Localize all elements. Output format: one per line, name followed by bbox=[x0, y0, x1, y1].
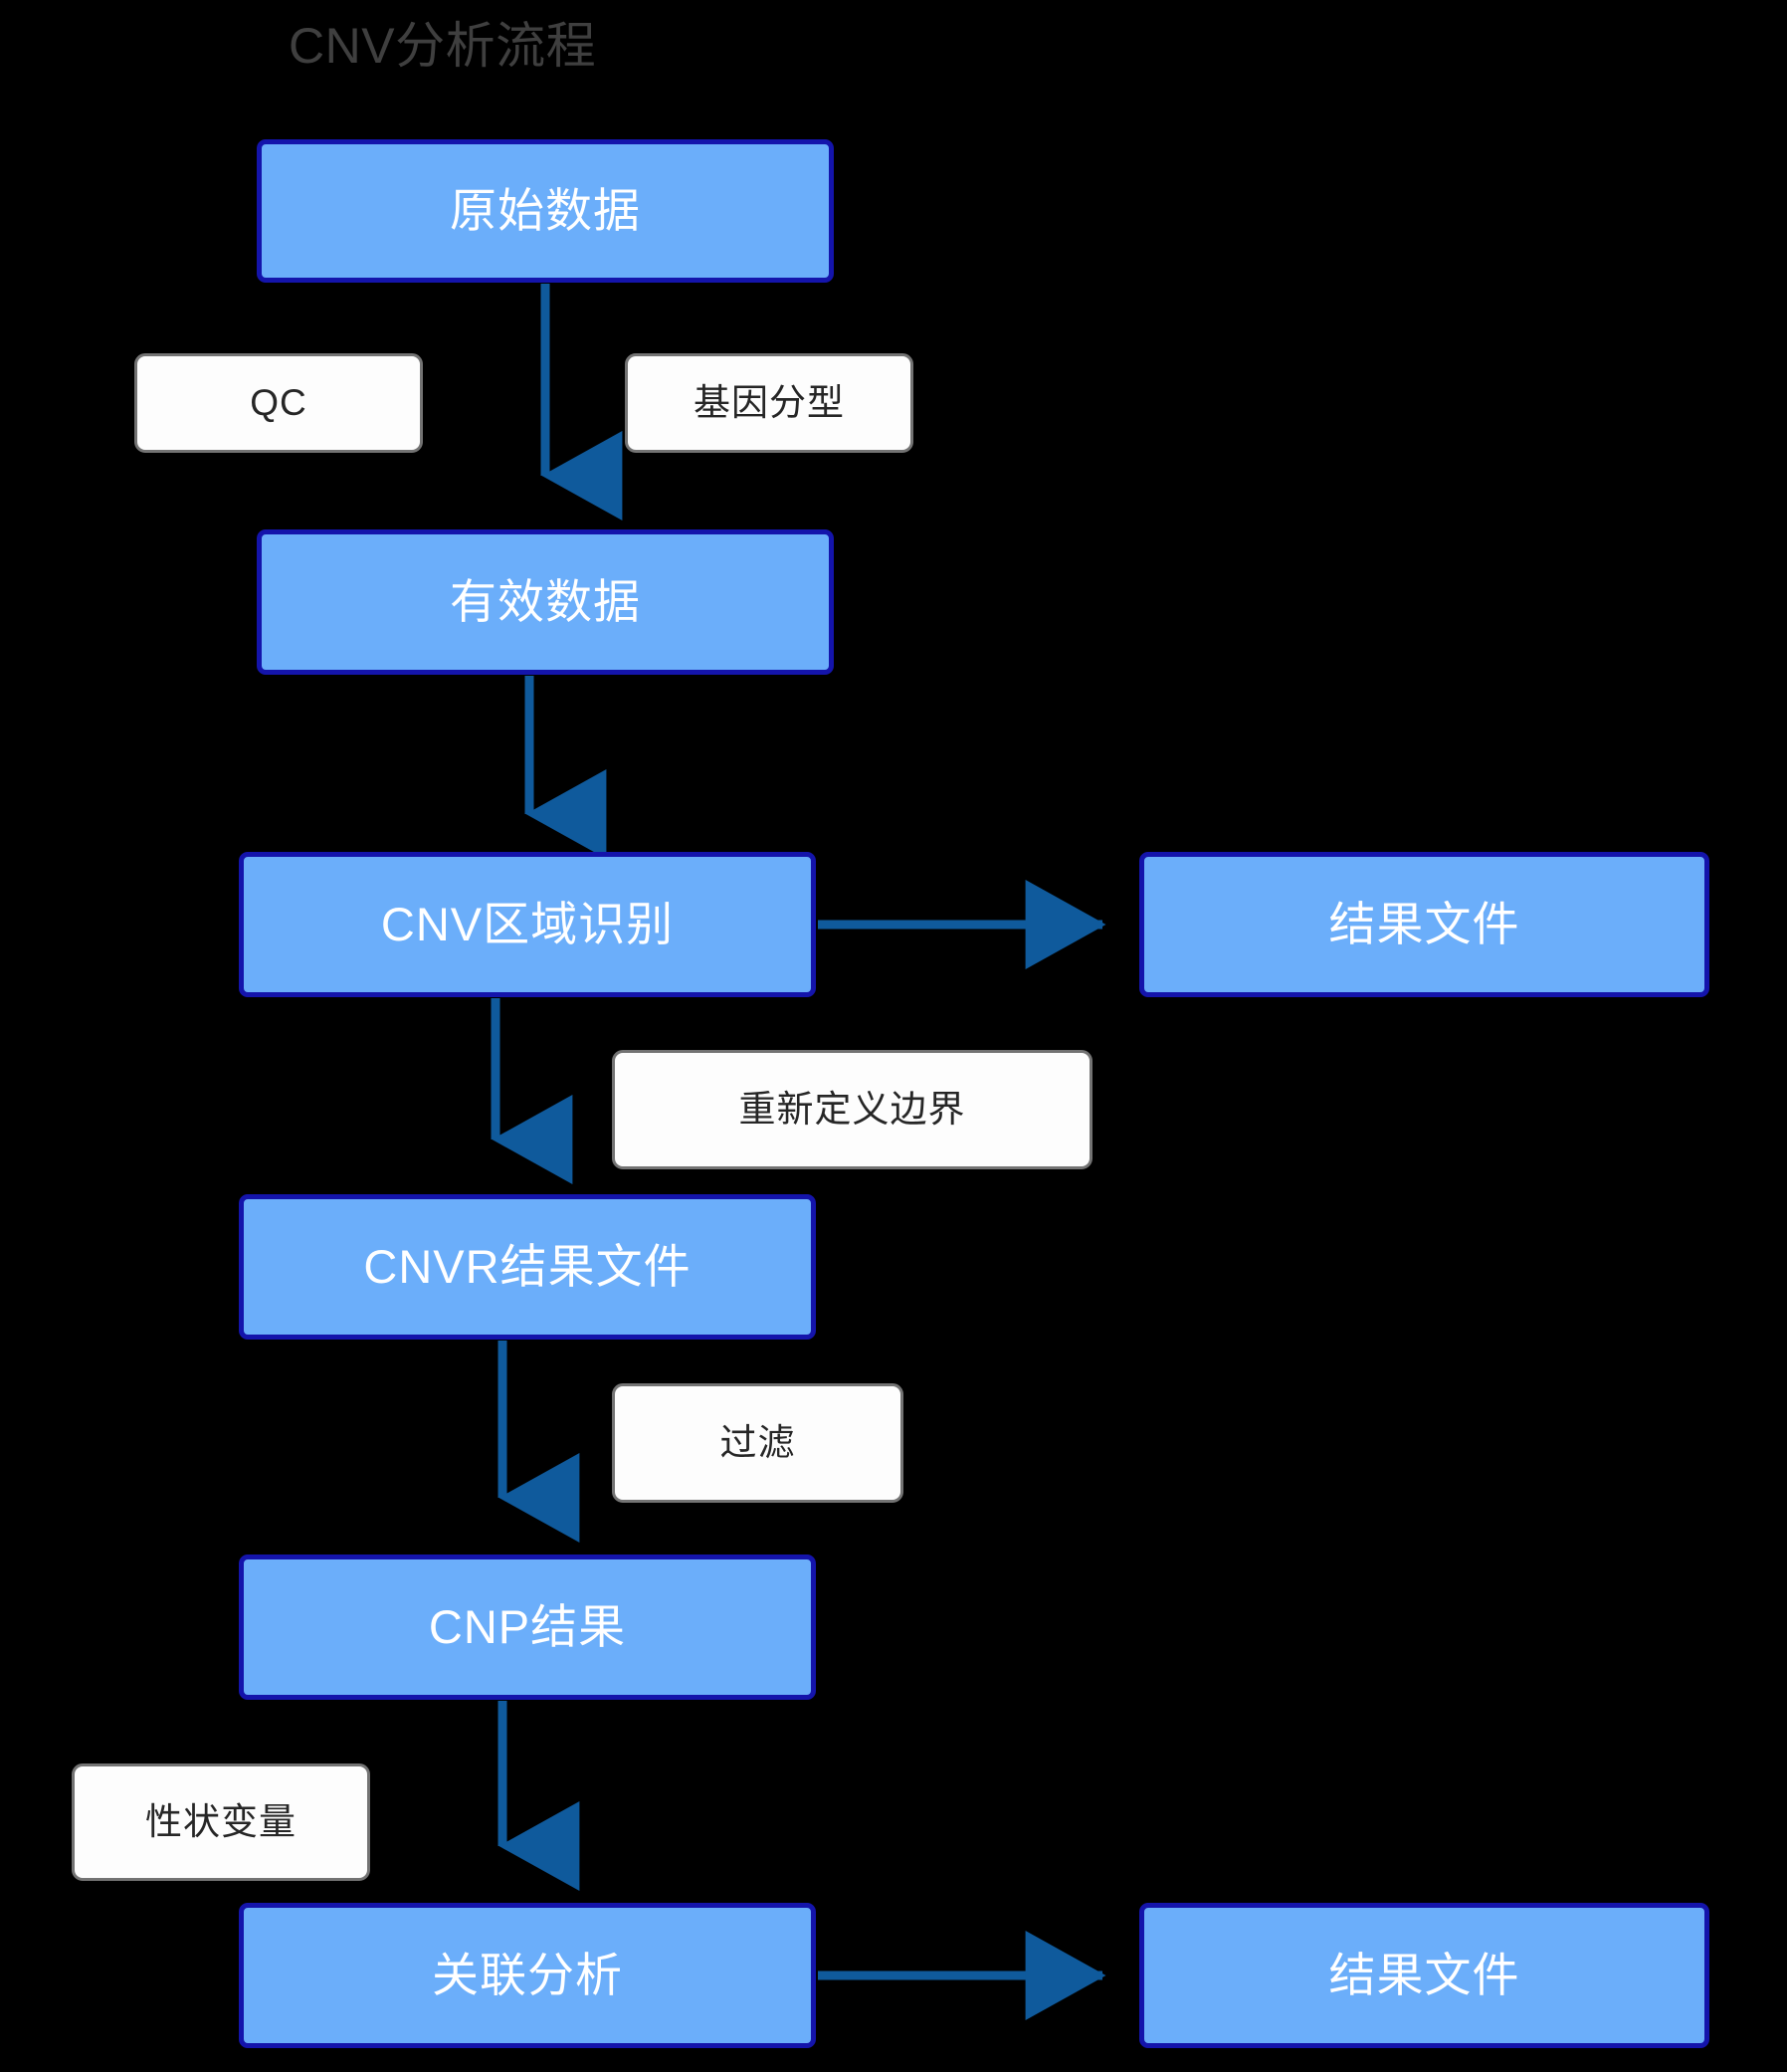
node-label: 结果文件 bbox=[1328, 1949, 1520, 2002]
node-result-file-1[interactable]: 结果文件 bbox=[1139, 852, 1709, 997]
node-label: 原始数据 bbox=[450, 184, 641, 238]
edge-label-text: 重新定义边界 bbox=[738, 1088, 966, 1130]
edge-label-text: QC bbox=[250, 381, 307, 423]
edge-label-qc[interactable]: QC bbox=[134, 353, 423, 453]
edge-label-text: 基因分型 bbox=[694, 381, 845, 423]
node-label: 关联分析 bbox=[432, 1949, 623, 2002]
node-label: CNVR结果文件 bbox=[363, 1240, 692, 1294]
edge-label-text: 性状变量 bbox=[145, 1800, 297, 1842]
edge-label-genotyping[interactable]: 基因分型 bbox=[625, 353, 913, 453]
node-raw-data[interactable]: 原始数据 bbox=[257, 139, 834, 283]
edge-label-filter[interactable]: 过滤 bbox=[612, 1383, 903, 1503]
edge-label-trait-variable[interactable]: 性状变量 bbox=[72, 1763, 370, 1881]
page-title: CNV分析流程 bbox=[289, 18, 597, 74]
node-assoc-analysis[interactable]: 关联分析 bbox=[239, 1903, 816, 2048]
node-label: CNV区域识别 bbox=[380, 898, 675, 951]
node-cnvr-result[interactable]: CNVR结果文件 bbox=[239, 1194, 816, 1340]
edge-label-redefine-boundary[interactable]: 重新定义边界 bbox=[612, 1050, 1092, 1169]
node-label: 有效数据 bbox=[450, 575, 641, 629]
node-valid-data[interactable]: 有效数据 bbox=[257, 529, 834, 675]
edge-label-text: 过滤 bbox=[719, 1421, 796, 1463]
node-cnv-region-call[interactable]: CNV区域识别 bbox=[239, 852, 816, 997]
node-result-file-2[interactable]: 结果文件 bbox=[1139, 1903, 1709, 2048]
node-label: 结果文件 bbox=[1328, 898, 1520, 951]
node-label: CNP结果 bbox=[428, 1600, 627, 1654]
node-cnp-result[interactable]: CNP结果 bbox=[239, 1554, 816, 1700]
